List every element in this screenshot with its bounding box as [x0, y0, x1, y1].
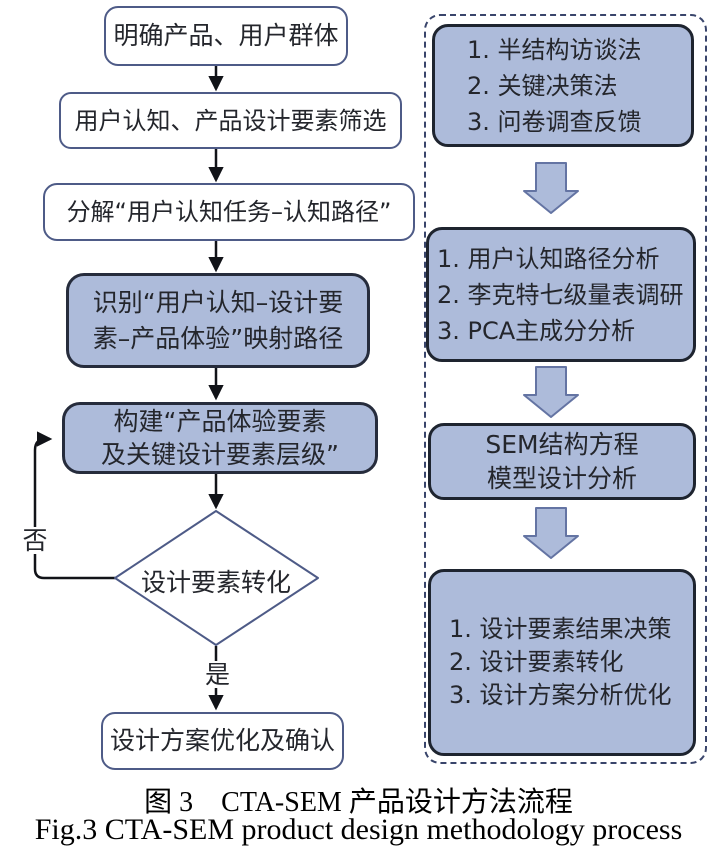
- step-identify-mapping-path: 识别“用户认知–设计要 素–产品体验”映射路径: [66, 273, 370, 368]
- method-line: 模型设计分析: [486, 463, 637, 493]
- method-line: 3. 设计方案分析优化: [449, 681, 672, 709]
- decision-diamond-shape: [114, 510, 319, 646]
- step-label-line1: 构建“产品体验要素: [113, 407, 327, 436]
- methods-box-analysis: 1. 用户认知路径分析 2. 李克特七级量表调研 3. PCA主成分分析: [426, 227, 696, 362]
- step-label: 设计方案优化及确认: [109, 726, 335, 755]
- figure-caption-en: Fig.3 CTA-SEM product design methodology…: [34, 813, 683, 846]
- step-label-line2: 及关键设计要素层级”: [101, 440, 339, 469]
- figure-caption-zh: 图 3 CTA-SEM 产品设计方法流程: [144, 787, 573, 818]
- method-line: 3. 问卷调查反馈: [467, 107, 642, 136]
- block-arrow-3: [523, 507, 579, 559]
- step-label: 明确产品、用户群体: [113, 21, 339, 50]
- step-label: 分解“用户认知任务–认知路径”: [66, 198, 392, 226]
- step-decompose-task-path: 分解“用户认知任务–认知路径”: [43, 183, 415, 241]
- method-line: 3. PCA主成分分析: [437, 316, 636, 345]
- step-build-element-hierarchy: 构建“产品体验要素 及关键设计要素层级”: [62, 402, 378, 474]
- methods-panel-frame: [424, 14, 707, 764]
- methods-box-interview: 1. 半结构访谈法 2. 关键决策法 3. 问卷调查反馈: [432, 24, 694, 147]
- step-label-line1: 识别“用户认知–设计要: [92, 287, 344, 317]
- arrow-no-loop: [33, 431, 115, 580]
- branch-label-no: 否: [21, 526, 49, 555]
- method-line: 1. 用户认知路径分析: [437, 244, 660, 273]
- method-line: 1. 设计要素结果决策: [449, 615, 672, 643]
- block-arrow-2: [523, 366, 579, 418]
- method-line: 2. 设计要素转化: [449, 648, 624, 676]
- decision-element-transform: 设计要素转化: [140, 568, 291, 597]
- step-define-product-users: 明确产品、用户群体: [104, 6, 348, 66]
- step-optimize-confirm: 设计方案优化及确认: [101, 712, 344, 770]
- method-line: 2. 李克特七级量表调研: [437, 280, 684, 309]
- branch-label-yes: 是: [204, 660, 231, 689]
- method-line: 2. 关键决策法: [467, 71, 618, 100]
- method-line: 1. 半结构访谈法: [467, 35, 642, 64]
- step-label-line2: 素–产品体验”映射路径: [92, 323, 344, 353]
- methods-box-sem: SEM结构方程 模型设计分析: [428, 423, 696, 500]
- step-cognition-element-screening: 用户认知、产品设计要素筛选: [59, 92, 402, 149]
- method-line: SEM结构方程: [485, 429, 639, 459]
- step-label: 用户认知、产品设计要素筛选: [74, 106, 387, 135]
- methods-box-decision: 1. 设计要素结果决策 2. 设计要素转化 3. 设计方案分析优化: [428, 569, 696, 756]
- block-arrow-1: [523, 162, 579, 214]
